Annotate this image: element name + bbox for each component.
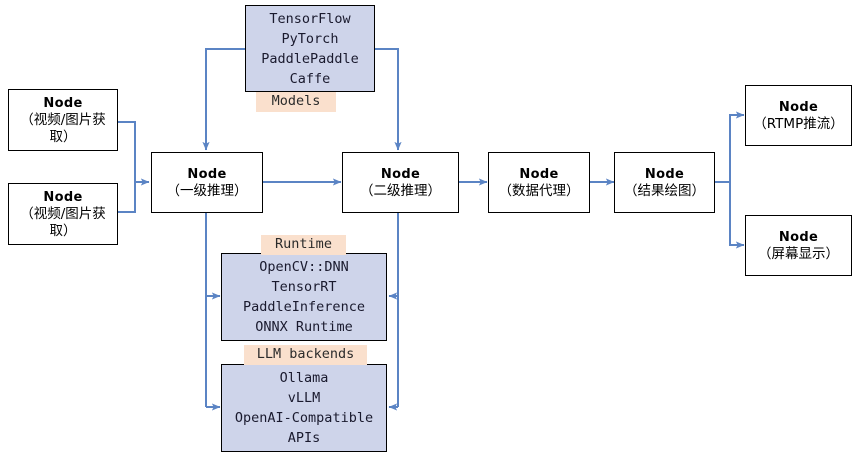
- tag-label-runtime: Runtime: [261, 235, 346, 255]
- node-primary-inference[interactable]: Node （一级推理）: [151, 152, 263, 213]
- node-secondary-inference[interactable]: Node （二级推理）: [342, 152, 459, 213]
- stack-item: vLLM: [287, 390, 321, 406]
- edge-source2-to-primary: [118, 182, 136, 213]
- node-subtitle: （视频/图片获取）: [20, 205, 106, 239]
- node-title: Node: [644, 166, 685, 182]
- stack-item: TensorRT: [271, 279, 337, 295]
- node-source-2[interactable]: Node （视频/图片获取）: [8, 183, 118, 245]
- node-title: Node: [380, 166, 421, 182]
- stack-item: PaddlePaddle: [261, 50, 359, 67]
- edge-models-to-secondary: [374, 48, 402, 151]
- stack-item: ONNX Runtime: [255, 319, 353, 335]
- node-rtmp-push[interactable]: Node （RTMP推流）: [745, 85, 852, 146]
- stack-box-llm-backends[interactable]: Ollama vLLM OpenAI-Compatible APIs: [221, 364, 387, 452]
- edge-models-to-primary: [202, 48, 245, 151]
- stack-box-runtime[interactable]: OpenCV::DNN TensorRT PaddleInference ONN…: [221, 253, 387, 341]
- node-subtitle: （RTMP推流）: [753, 115, 844, 132]
- stack-box-models[interactable]: TensorFlow PyTorch PaddlePaddle Caffe: [245, 5, 375, 92]
- edge-draw-to-rtmp: [729, 111, 745, 182]
- node-title: Node: [778, 99, 819, 115]
- stack-item: Ollama: [279, 370, 329, 386]
- node-data-agent[interactable]: Node （数据代理）: [488, 152, 590, 213]
- stack-item: PyTorch: [281, 30, 339, 47]
- node-subtitle: （屏幕显示）: [758, 245, 839, 262]
- node-title: Node: [43, 189, 83, 205]
- node-subtitle: （视频/图片获取）: [20, 111, 106, 145]
- stack-item: OpenAI-Compatible: [234, 410, 374, 426]
- node-title: Node: [519, 166, 559, 182]
- node-subtitle: （结果绘图）: [624, 182, 705, 199]
- node-source-1[interactable]: Node （视频/图片获取）: [8, 89, 118, 151]
- stack-item: OpenCV::DNN: [259, 259, 349, 275]
- node-title: Node: [43, 95, 83, 111]
- edge-source1-to-primary: [118, 121, 136, 182]
- node-title: Node: [187, 166, 227, 182]
- node-subtitle: （一级推理）: [166, 182, 248, 199]
- edge-draw-to-screen: [729, 182, 745, 249]
- stack-item: TensorFlow: [269, 10, 351, 27]
- stack-item: PaddleInference: [243, 299, 365, 315]
- stack-item: Caffe: [289, 70, 331, 87]
- node-screen-display[interactable]: Node （屏幕显示）: [745, 215, 852, 276]
- stack-item: APIs: [287, 430, 321, 446]
- node-result-draw[interactable]: Node （结果绘图）: [614, 152, 715, 213]
- tag-label-llm-backends: LLM backends: [244, 345, 367, 365]
- node-title: Node: [778, 229, 819, 245]
- node-subtitle: （二级推理）: [360, 182, 441, 199]
- node-subtitle: （数据代理）: [498, 182, 580, 199]
- tag-label-models: Models: [256, 92, 336, 112]
